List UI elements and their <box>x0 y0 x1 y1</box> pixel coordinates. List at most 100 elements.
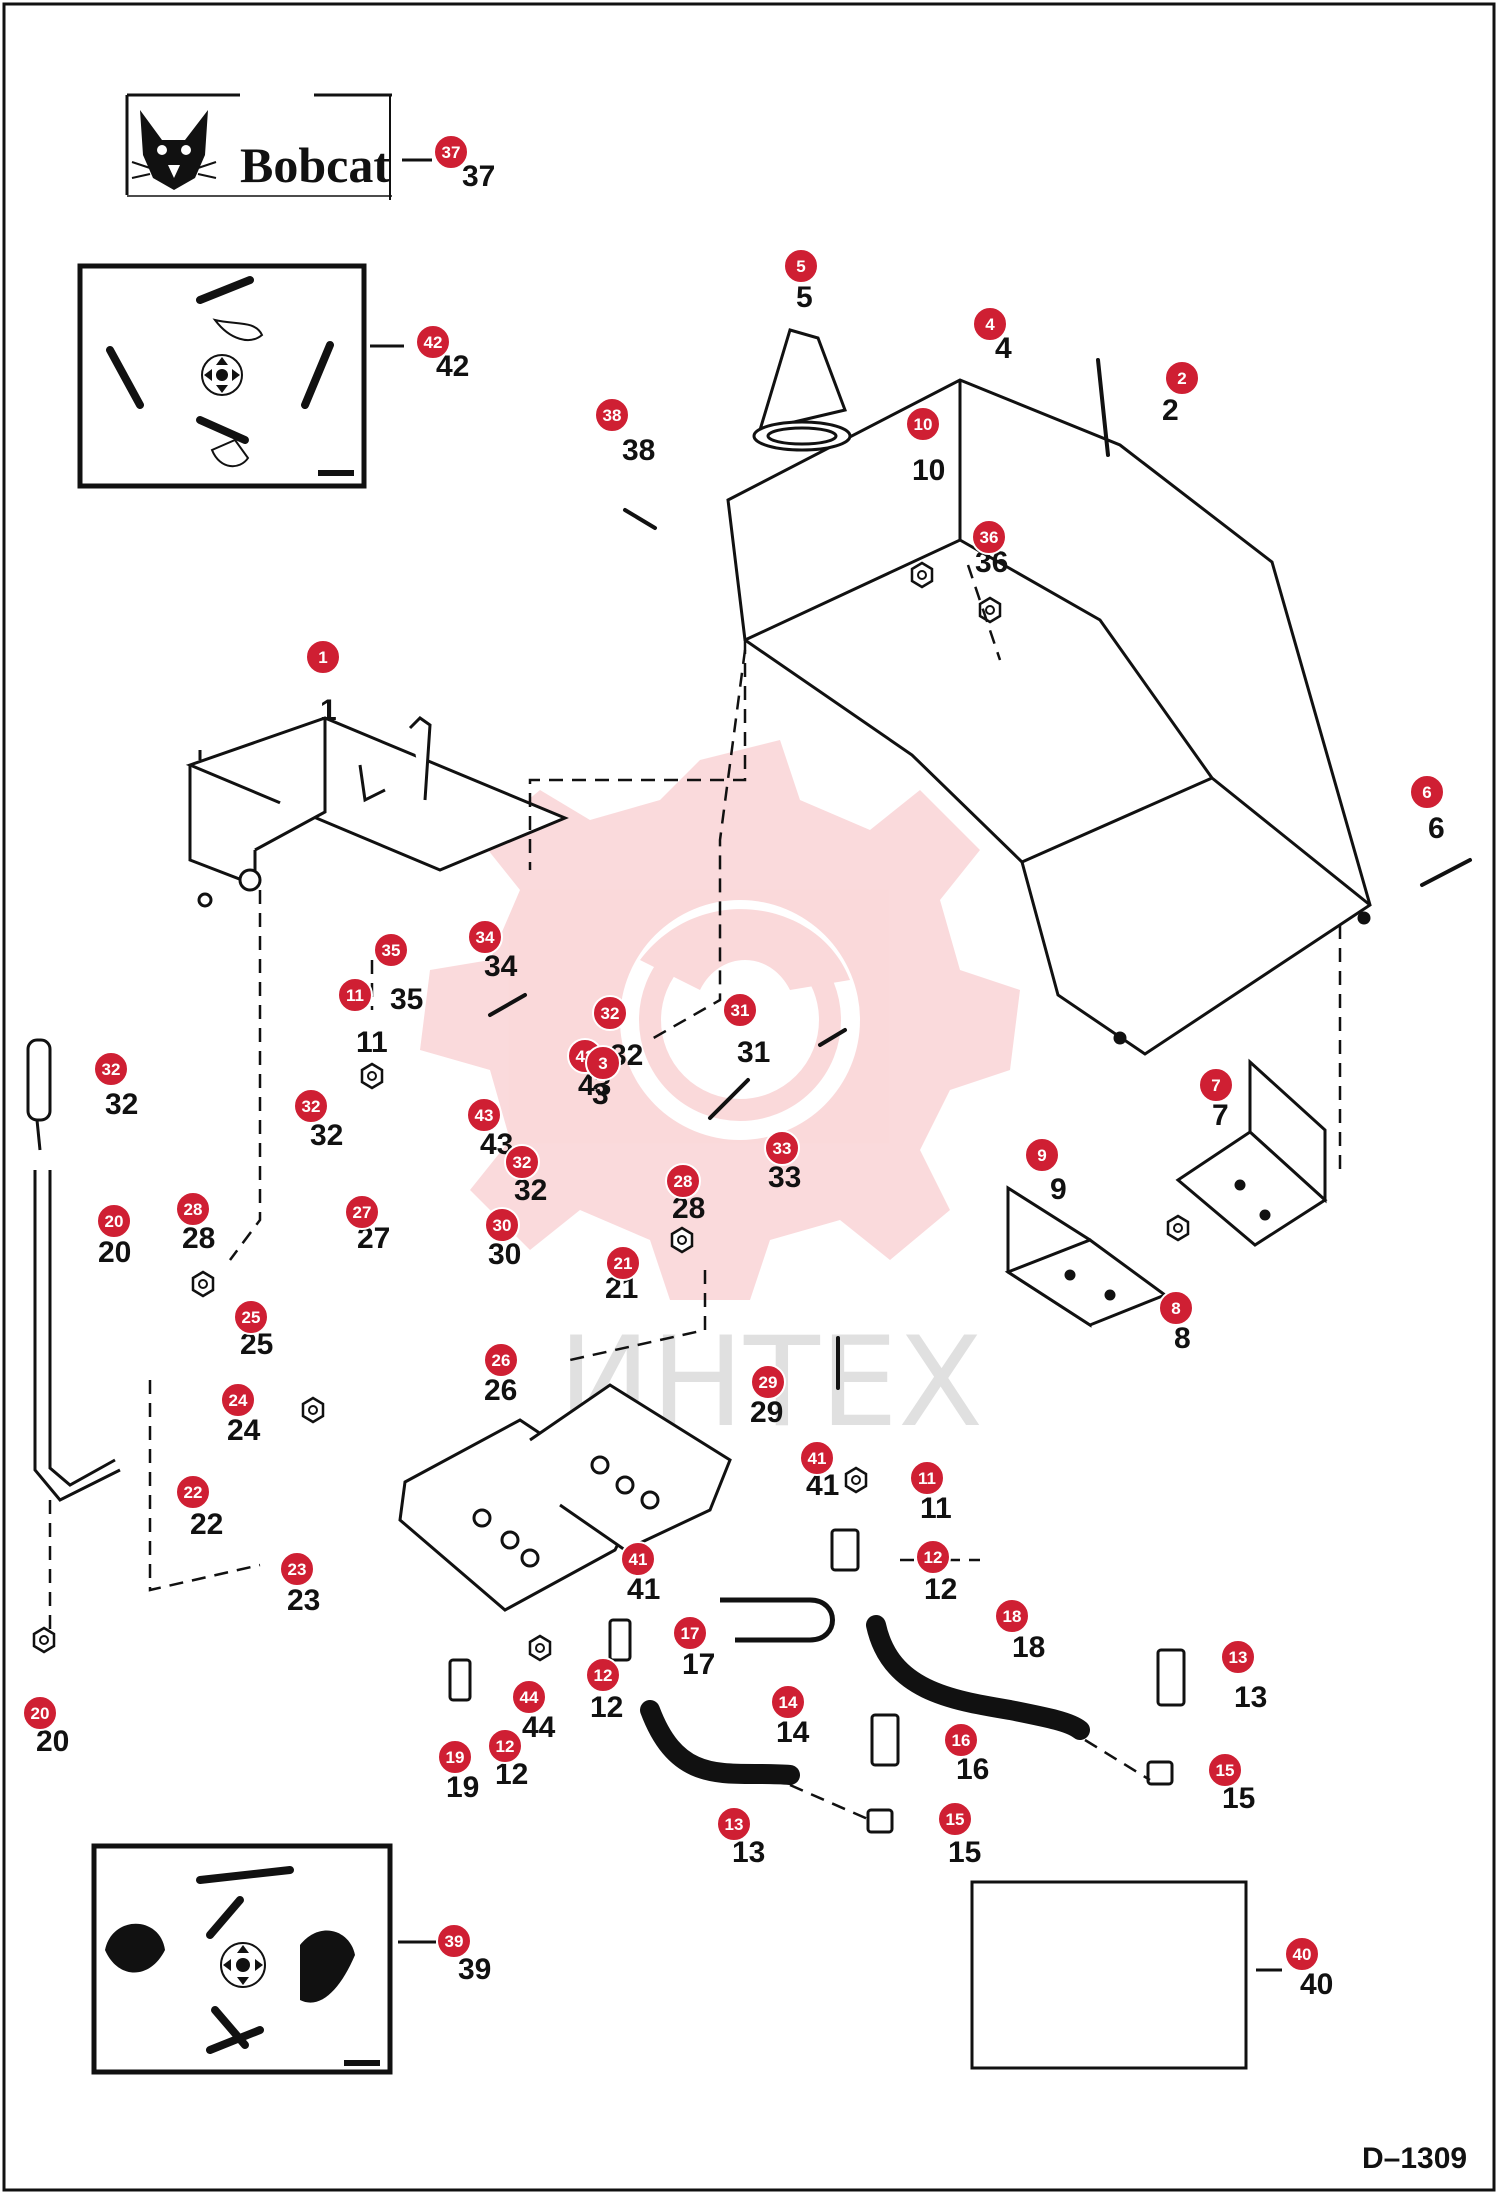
nut-8 <box>1166 1214 1190 1242</box>
callout-badge-label: 21 <box>614 1254 633 1273</box>
decal-placeholder-40 <box>970 1880 1282 2070</box>
callout-badge <box>783 248 819 284</box>
callout-badge <box>1220 1639 1256 1675</box>
callout-badge <box>716 1806 752 1842</box>
callout-badge-label: 20 <box>105 1212 124 1231</box>
callout-badge-label: 37 <box>442 143 461 162</box>
part-number-2: 2 <box>1162 394 1179 427</box>
callout-badge-label: 40 <box>1293 1945 1312 1964</box>
callout-badge-label: 11 <box>918 1469 936 1488</box>
part-number-26: 26 <box>484 1374 517 1407</box>
callout-badge-label: 23 <box>288 1560 307 1579</box>
callout-badge-label: 31 <box>731 1001 750 1020</box>
part-number-6: 6 <box>1428 812 1445 845</box>
callout-badge <box>905 406 941 442</box>
washer-30 <box>670 1226 694 1254</box>
callout-badge-label: 15 <box>1216 1761 1235 1780</box>
callout-badge-label: 14 <box>779 1693 798 1712</box>
fittings <box>448 1528 1186 1834</box>
callout-badge <box>722 992 758 1028</box>
bobcat-logo: Bobcat <box>125 93 432 200</box>
callout-9: 99 <box>1024 1137 1067 1206</box>
callout-badge-label: 38 <box>603 406 622 425</box>
nut-10 <box>910 561 934 589</box>
callout-badge-label: 18 <box>1003 1607 1022 1626</box>
callout-badge <box>96 1203 132 1239</box>
bobcat-logo-text: Bobcat <box>240 137 390 193</box>
callout-badge-label: 39 <box>445 1932 464 1951</box>
callout-badge-label: 43 <box>475 1106 494 1125</box>
callout-badge <box>504 1144 540 1180</box>
callout-badge-label: 35 <box>382 941 401 960</box>
callout-badge <box>305 639 341 675</box>
nut-24 <box>301 1396 325 1424</box>
callout-badge <box>1409 774 1445 810</box>
callout-badge <box>943 1722 979 1758</box>
part-number-38: 38 <box>622 434 655 467</box>
callout-badge <box>592 995 628 1031</box>
callout-badge <box>175 1191 211 1227</box>
assembly-lines <box>48 564 1342 1822</box>
callout-badge-label: 17 <box>681 1624 700 1643</box>
nut-20b <box>32 1626 56 1654</box>
part-number-19: 19 <box>446 1771 479 1804</box>
part-number-12: 12 <box>924 1573 957 1606</box>
lever-boot <box>752 328 852 452</box>
callout-badge-label: 13 <box>1229 1648 1248 1667</box>
callout-badge <box>594 397 630 433</box>
part-number-22: 22 <box>190 1508 223 1541</box>
part-number-5: 5 <box>796 281 813 314</box>
callout-badge-label: 9 <box>1037 1146 1046 1165</box>
part-number-44: 44 <box>522 1711 556 1744</box>
callout-badge-label: 4 <box>985 315 995 334</box>
callout-badge <box>1158 1290 1194 1326</box>
callout-badge <box>770 1684 806 1720</box>
callout-badge-label: 6 <box>1422 783 1431 802</box>
part-number-24: 24 <box>227 1414 261 1447</box>
callout-badge <box>511 1679 547 1715</box>
callout-badge <box>1024 1137 1060 1173</box>
hand-lever-icon <box>106 276 334 444</box>
part-number-8: 8 <box>1174 1322 1191 1355</box>
part-number-35: 35 <box>390 983 423 1016</box>
callout-badge <box>175 1474 211 1510</box>
part-number-12: 12 <box>495 1758 528 1791</box>
part-number-40: 40 <box>1300 1968 1333 2001</box>
part-number-3: 3 <box>592 1078 609 1111</box>
callout-5: 55 <box>783 248 819 314</box>
callout-badge <box>1284 1936 1320 1972</box>
direction-arrows-icon <box>220 1942 266 1988</box>
callout-badge-label: 32 <box>102 1060 121 1079</box>
document-id: D–1309 <box>1362 2142 1467 2175</box>
callout-badge-label: 11 <box>346 986 364 1005</box>
hydraulic-hose <box>640 1615 1090 1785</box>
callout-badge-label: 30 <box>493 1216 512 1235</box>
callout-badge-label: 5 <box>796 257 805 276</box>
part-number-29: 29 <box>750 1396 783 1429</box>
callout-badge <box>665 1163 701 1199</box>
part-number-1: 1 <box>320 694 337 727</box>
callout-badge <box>994 1598 1030 1634</box>
callout-badge <box>437 1739 473 1775</box>
nut-11 <box>360 1062 384 1090</box>
callout-badge-label: 12 <box>496 1737 515 1756</box>
control-decal-39 <box>91 1843 436 2075</box>
callout-badge <box>620 1541 656 1577</box>
